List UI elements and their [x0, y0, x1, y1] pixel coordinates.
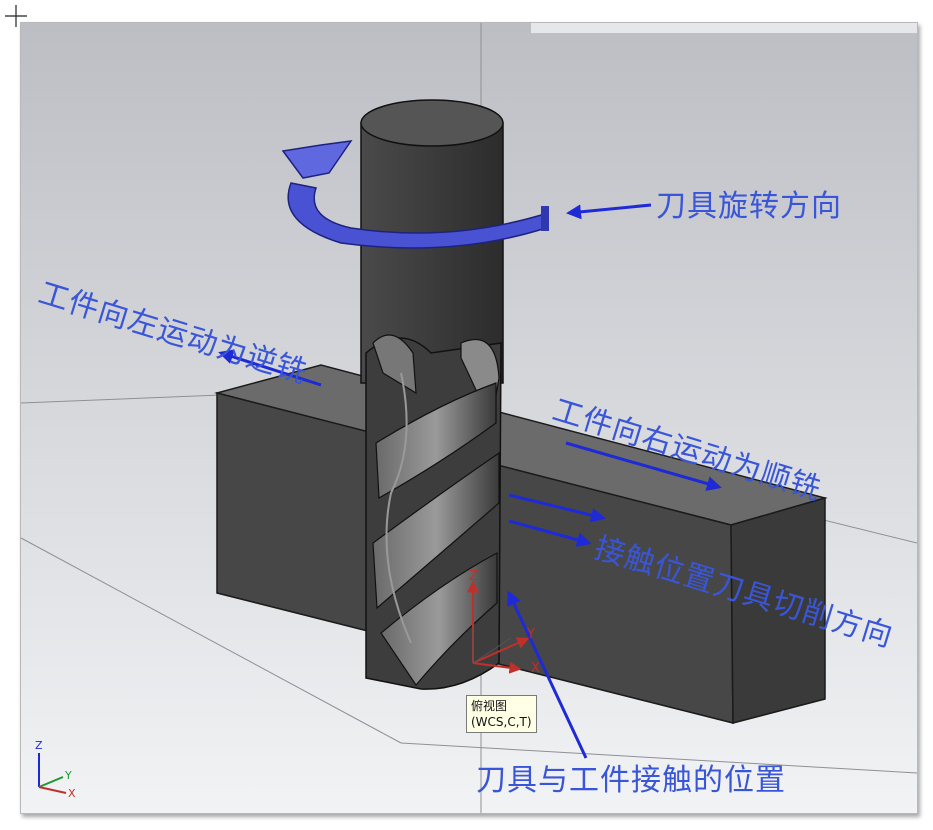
annotation-arrows [218, 203, 722, 759]
tooltip-line-2: (WCS,C,T) [471, 715, 532, 729]
view-tooltip: 俯视图 (WCS,C,T) [466, 695, 537, 733]
tool-flutes [365, 334, 502, 690]
label-contact-point: 刀具与工件接触的位置 [476, 763, 786, 798]
tooltip-line-1: 俯视图 [471, 699, 508, 713]
triad-y-label: Y [65, 769, 73, 782]
crosshair-cursor-icon [5, 5, 27, 27]
tool-axis-y-label: Y [527, 627, 536, 642]
viewport[interactable]: Z Y X Z Y X 刀具旋转方向 工件向左运动为逆铣 工件向右运动为顺铣 接… [20, 22, 918, 814]
tool-axis-x-label: X [531, 661, 541, 676]
triad-x-label: X [68, 787, 77, 800]
label-tool-rotation: 刀具旋转方向 [656, 189, 842, 224]
triad-z-label: Z [35, 739, 44, 752]
tool-coordinate-system [467, 580, 530, 674]
cad-scene [21, 23, 917, 813]
rotation-arrow [281, 140, 549, 249]
tool-axis-z-label: Z [469, 569, 479, 584]
corner-triad [38, 753, 67, 794]
